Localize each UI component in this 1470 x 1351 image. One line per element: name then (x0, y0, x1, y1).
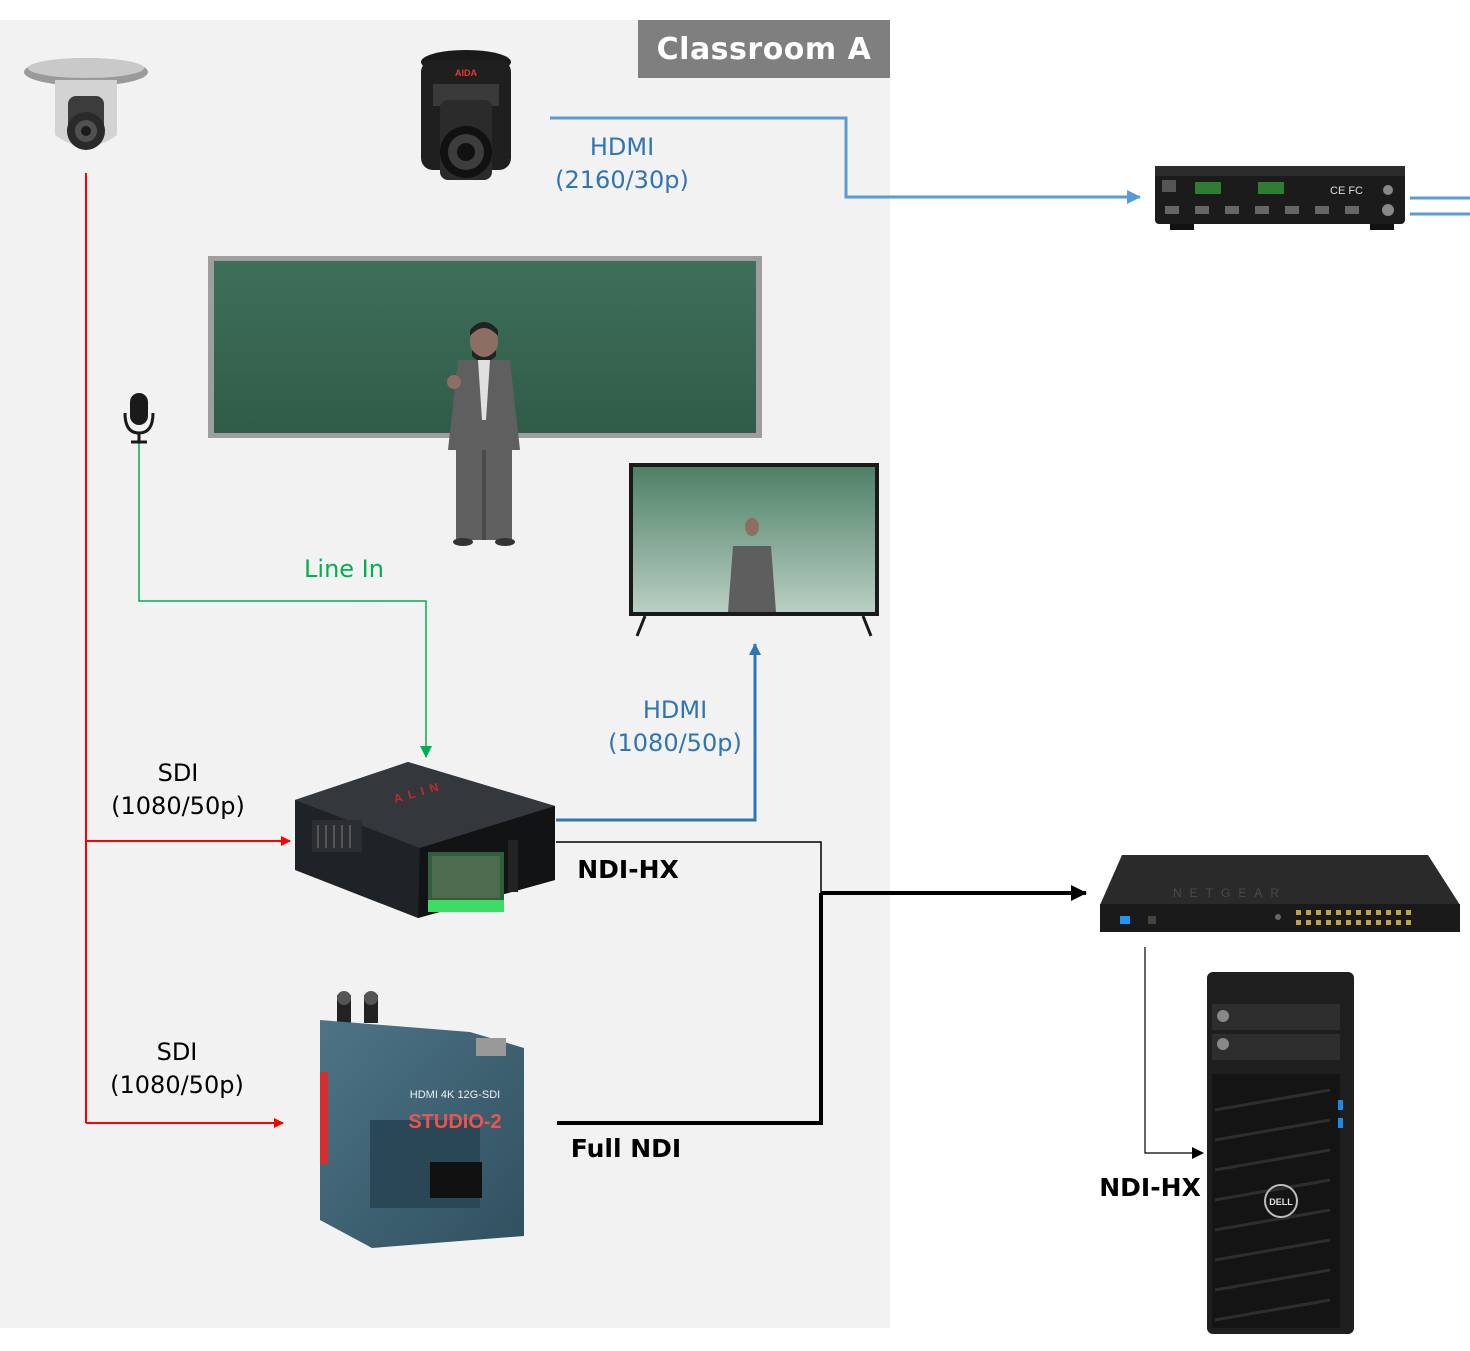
label-sdi-encoder: SDI (1080/50p) (108, 757, 248, 823)
hdmi-converter-icon: CE FC (1155, 166, 1405, 230)
label-hdmi-1080-line2: (1080/50p) (608, 729, 742, 757)
studio-device-text: HDMI 4K 12G-SDI (410, 1089, 500, 1101)
studio-2-converter-icon: HDMI 4K 12G-SDI STUDIO-2 (320, 991, 524, 1248)
label-sdi-studio: SDI (1080/50p) (107, 1036, 247, 1102)
sdi-connections (85, 173, 291, 1128)
label-full-ndi: Full NDI (570, 1134, 682, 1163)
label-ndi-hx-pc: NDI-HX (1099, 1173, 1201, 1202)
teacher-figure (447, 322, 520, 546)
pc-logo: DELL (1269, 1197, 1293, 1207)
label-hdmi-1080: HDMI (1080/50p) (605, 694, 745, 760)
label-hdmi-2160-line1: HDMI (589, 133, 655, 161)
switch-logo: NETGEAR (1173, 886, 1287, 900)
label-line-in: Line In (304, 555, 384, 583)
webcam-camera-icon (24, 58, 148, 150)
converter-output-lines (1410, 196, 1470, 216)
workstation-pc-icon: DELL (1207, 972, 1354, 1334)
classroom-title: Classroom A (638, 20, 890, 78)
network-switch-icon: NETGEAR (1100, 855, 1460, 932)
label-ndi-hx-encoder: NDI-HX (577, 855, 679, 884)
label-sdi-encoder-line1: SDI (157, 759, 199, 787)
microphone-icon (123, 393, 155, 444)
label-sdi-studio-line2: (1080/50p) (110, 1071, 244, 1099)
label-hdmi-2160-line2: (2160/30p) (555, 166, 689, 194)
hdmi-4k-connection (550, 116, 1141, 204)
label-hdmi-2160: HDMI (2160/30p) (552, 131, 692, 197)
monitor-tv-icon (629, 463, 879, 637)
ndi-hx-encoder-icon: ALIN (295, 762, 555, 918)
ptz-camera-logo: AIDA (455, 68, 477, 78)
label-sdi-studio-line1: SDI (156, 1038, 198, 1066)
label-sdi-encoder-line2: (1080/50p) (111, 792, 245, 820)
label-hdmi-1080-line1: HDMI (642, 696, 708, 724)
svg-text:CE FC: CE FC (1330, 185, 1363, 197)
ndi-hx-connection (556, 841, 822, 893)
hdmi-1080-connection (556, 643, 761, 822)
ptz-camera-icon: AIDA (421, 50, 511, 180)
studio-device-name: STUDIO-2 (408, 1111, 501, 1133)
line-in-connection (138, 443, 432, 758)
full-ndi-connection (557, 893, 823, 1125)
switch-to-pc-connection (1144, 947, 1204, 1159)
